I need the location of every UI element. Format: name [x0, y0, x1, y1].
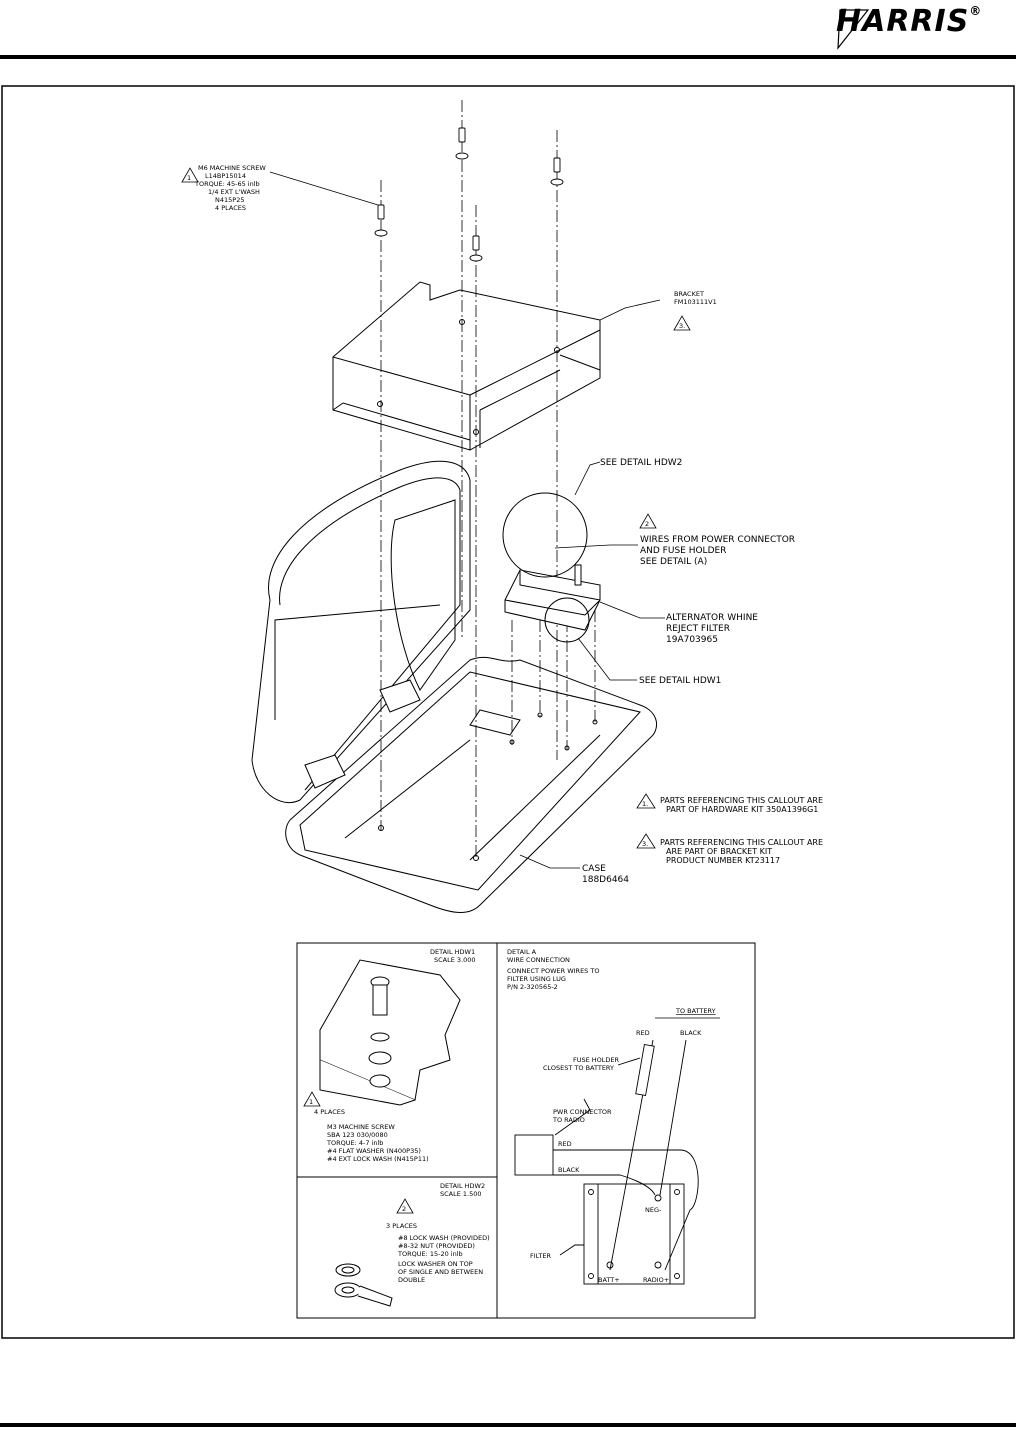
svg-text:DETAIL HDW2: DETAIL HDW2: [440, 1182, 485, 1190]
svg-text:P/N 2-320565-2: P/N 2-320565-2: [507, 983, 558, 991]
note-1: 1. PARTS REFERENCING THIS CALLOUT ARE PA…: [636, 793, 823, 814]
svg-text:REJECT FILTER: REJECT FILTER: [666, 624, 730, 634]
svg-text:1/4 EXT L'WASH: 1/4 EXT L'WASH: [208, 188, 260, 196]
detail-a: DETAIL A WIRE CONNECTION CONNECT POWER W…: [507, 948, 720, 1285]
svg-text:DETAIL HDW1: DETAIL HDW1: [430, 948, 475, 956]
see-detail-hdw1: SEE DETAIL HDW1: [639, 676, 721, 686]
svg-text:FILTER: FILTER: [530, 1252, 551, 1260]
screws: [374, 127, 564, 262]
svg-text:3.: 3.: [642, 840, 648, 848]
svg-text:SBA 123 030/0080: SBA 123 030/0080: [327, 1131, 388, 1139]
svg-text:PART OF HARDWARE KIT 350A1396G: PART OF HARDWARE KIT 350A1396G1: [666, 805, 818, 814]
svg-text:4 PLACES: 4 PLACES: [215, 204, 246, 212]
svg-text:BRACKET: BRACKET: [674, 290, 704, 298]
svg-text:PARTS REFERENCING THIS CALLOUT: PARTS REFERENCING THIS CALLOUT ARE: [660, 796, 823, 805]
svg-text:TO RADIO: TO RADIO: [552, 1116, 585, 1124]
svg-text:BATT+: BATT+: [598, 1276, 620, 1284]
svg-text:DOUBLE: DOUBLE: [398, 1276, 425, 1284]
svg-text:RED: RED: [636, 1029, 650, 1037]
svg-text:BLACK: BLACK: [680, 1029, 702, 1037]
svg-text:SCALE 3.000: SCALE 3.000: [434, 956, 476, 964]
svg-text:1.: 1.: [642, 800, 648, 808]
callout-screw: 1 M6 MACHINE SCREW L14BP15014 TORQUE: 45…: [181, 164, 266, 212]
svg-text:19A703965: 19A703965: [666, 635, 718, 645]
callout-bracket: BRACKET FM103111V1 3.: [673, 290, 717, 331]
svg-text:LOCK WASHER ON TOP: LOCK WASHER ON TOP: [398, 1260, 473, 1268]
svg-text:NEG-: NEG-: [645, 1206, 662, 1214]
svg-text:DETAIL A: DETAIL A: [507, 948, 537, 956]
svg-text:SEE DETAIL (A): SEE DETAIL (A): [640, 557, 707, 567]
svg-text:2: 2: [645, 520, 649, 528]
svg-text:PWR CONNECTOR: PWR CONNECTOR: [553, 1108, 612, 1116]
svg-text:ARE PART OF BRACKET KIT: ARE PART OF BRACKET KIT: [666, 847, 772, 856]
svg-text:TO BATTERY: TO BATTERY: [675, 1007, 716, 1015]
svg-text:ALTERNATOR WHINE: ALTERNATOR WHINE: [666, 613, 758, 623]
svg-text:#8-32 NUT (PROVIDED): #8-32 NUT (PROVIDED): [398, 1242, 475, 1250]
detail-panel: [296, 942, 756, 1319]
svg-text:BLACK: BLACK: [558, 1166, 580, 1174]
svg-text:N415P25: N415P25: [215, 196, 244, 204]
detail-hdw2: DETAIL HDW2 SCALE 1.500 2 3 PLACES #8 LO…: [334, 1182, 490, 1307]
svg-text:1: 1: [309, 1098, 313, 1106]
svg-text:TORQUE: 15-20 inlb: TORQUE: 15-20 inlb: [397, 1250, 463, 1258]
svg-text:L14BP15014: L14BP15014: [205, 172, 246, 180]
bottom-rule: [0, 1423, 1016, 1427]
svg-text:2: 2: [402, 1205, 406, 1213]
filter-box: [504, 564, 601, 631]
svg-text:M6 MACHINE SCREW: M6 MACHINE SCREW: [198, 164, 266, 172]
detail-circles: [502, 492, 590, 643]
svg-text:SCALE 1.500: SCALE 1.500: [440, 1190, 482, 1198]
svg-text:TORQUE: 4-7 inlb: TORQUE: 4-7 inlb: [326, 1139, 383, 1147]
svg-text:#4 EXT LOCK WASH (N415P11): #4 EXT LOCK WASH (N415P11): [327, 1155, 429, 1163]
drawing-frame: [1, 85, 1015, 1339]
svg-text:AND FUSE HOLDER: AND FUSE HOLDER: [640, 546, 726, 556]
svg-text:WIRES FROM POWER CONNECTOR: WIRES FROM POWER CONNECTOR: [640, 535, 795, 545]
svg-text:M3 MACHINE SCREW: M3 MACHINE SCREW: [327, 1123, 395, 1131]
svg-text:#4 FLAT WASHER (N400P35): #4 FLAT WASHER (N400P35): [327, 1147, 421, 1155]
callout-case: CASE 188D6464: [582, 864, 629, 885]
callout-filter: ALTERNATOR WHINE REJECT FILTER 19A703965: [666, 613, 758, 645]
svg-text:3.: 3.: [679, 322, 685, 330]
callout-wires: 2 WIRES FROM POWER CONNECTOR AND FUSE HO…: [639, 513, 795, 567]
hinges: [304, 679, 421, 789]
svg-text:FM103111V1: FM103111V1: [674, 298, 717, 306]
svg-text:TORQUE: 45-65 inlb: TORQUE: 45-65 inlb: [194, 180, 260, 188]
top-rule: [0, 55, 1016, 59]
case-lid: [251, 460, 471, 804]
case-base: [285, 656, 658, 913]
svg-text:RED: RED: [558, 1140, 572, 1148]
bracket-drawing: [332, 281, 601, 451]
svg-text:FILTER USING LUG: FILTER USING LUG: [507, 975, 566, 983]
svg-text:CASE: CASE: [582, 864, 606, 874]
svg-text:CONNECT POWER WIRES TO: CONNECT POWER WIRES TO: [507, 967, 599, 975]
svg-text:WIRE CONNECTION: WIRE CONNECTION: [507, 956, 570, 964]
svg-text:FUSE HOLDER: FUSE HOLDER: [573, 1056, 620, 1064]
svg-text:188D6464: 188D6464: [582, 875, 629, 885]
logo-swoosh: [837, 9, 870, 50]
svg-text:#8 LOCK WASH (PROVIDED): #8 LOCK WASH (PROVIDED): [398, 1234, 490, 1242]
svg-text:PRODUCT NUMBER KT23117: PRODUCT NUMBER KT23117: [666, 856, 780, 865]
center-lines: [380, 100, 596, 860]
svg-text:3 PLACES: 3 PLACES: [386, 1222, 417, 1230]
svg-text:PARTS REFERENCING THIS CALLOUT: PARTS REFERENCING THIS CALLOUT ARE: [660, 838, 823, 847]
see-detail-hdw2: SEE DETAIL HDW2: [600, 458, 682, 468]
detail-hdw1: DETAIL HDW1 SCALE 3.000 1 4 PLACES M3 MA…: [303, 948, 476, 1163]
flag-1: 1: [187, 174, 191, 182]
svg-text:CLOSEST TO BATTERY: CLOSEST TO BATTERY: [543, 1064, 614, 1072]
svg-text:RADIO+: RADIO+: [643, 1276, 669, 1284]
svg-text:OF SINGLE AND BETWEEN: OF SINGLE AND BETWEEN: [398, 1268, 483, 1276]
svg-text:4 PLACES: 4 PLACES: [314, 1108, 345, 1116]
note-3: 3. PARTS REFERENCING THIS CALLOUT ARE AR…: [636, 833, 823, 865]
leaders: [269, 171, 665, 869]
